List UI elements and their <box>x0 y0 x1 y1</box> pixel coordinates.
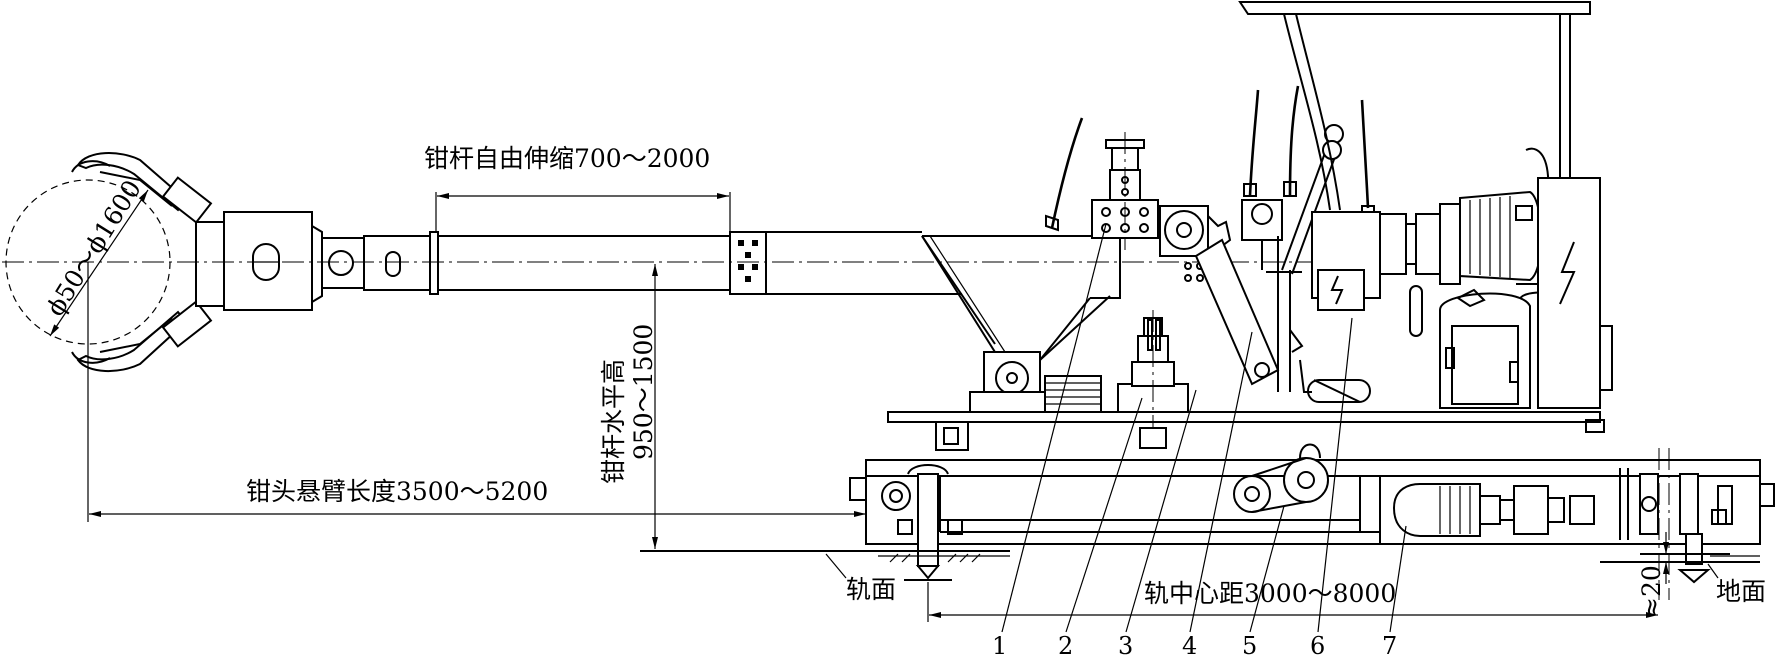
part-number-5: 5 <box>1242 632 1257 658</box>
part-number-1: 1 <box>992 632 1007 658</box>
tong-rod <box>438 231 922 295</box>
turntable-stack <box>1044 375 1102 413</box>
motor-group <box>1311 147 1563 311</box>
leader-5 <box>1249 505 1285 633</box>
clamp-diameter-label: ϕ50～ϕ1600 <box>40 175 146 321</box>
upper-jaw-cylinder <box>161 176 213 224</box>
part-number-3: 3 <box>1118 632 1133 658</box>
left-outrigger <box>917 473 939 567</box>
lightning-icon <box>1559 241 1576 305</box>
part-number-4: 4 <box>1182 632 1197 658</box>
dimension-lines <box>49 189 1719 622</box>
canopy-roof <box>1238 1 1591 15</box>
travel-motor <box>1392 483 1481 537</box>
rod-height-value: 950～1500 <box>629 324 658 460</box>
leader-3 <box>1125 389 1197 633</box>
leader-4 <box>1189 331 1253 633</box>
part-number-6: 6 <box>1310 632 1325 658</box>
rod-support-frame <box>921 117 1159 415</box>
leader-1 <box>1001 223 1107 633</box>
ground-hatch <box>889 553 981 563</box>
coupling-bolts <box>738 240 758 282</box>
gearbox-assembly <box>1159 85 1375 403</box>
diameter-dim-line <box>49 189 149 337</box>
carriage <box>849 310 1775 600</box>
rod-coupling <box>729 231 767 295</box>
part-leaders <box>1001 223 1407 633</box>
left-wheel <box>881 481 911 511</box>
rail-center-distance-label: 轨中心距3000～8000 <box>1144 579 1396 608</box>
platform-deck <box>887 411 1601 423</box>
right-wheel-hub <box>1639 473 1659 535</box>
approx-20-label: ≈20 <box>1637 565 1666 618</box>
ground-surface-label: 地面 <box>1716 577 1766 606</box>
leader-7 <box>1389 525 1407 633</box>
part-number-2: 2 <box>1058 632 1073 658</box>
head-bracket <box>195 221 227 307</box>
tong-head <box>5 152 439 373</box>
travel-reducer <box>1513 485 1549 535</box>
part-number-7: 7 <box>1382 632 1397 658</box>
electric-cabinet <box>1537 177 1601 409</box>
lower-jaw-cylinder <box>161 300 213 348</box>
rail-surface-label: 轨面 <box>846 575 896 604</box>
joint-sleeve <box>363 235 431 291</box>
right-outrigger <box>1685 533 1703 565</box>
operator-cab <box>1238 1 1613 409</box>
head-housing <box>223 211 313 311</box>
leader-6 <box>1317 317 1353 633</box>
rod-height-title: 钳杆水平高 <box>599 359 628 484</box>
drive-wheel <box>1233 475 1271 513</box>
rod-extension-label: 钳杆自由伸缩700～2000 <box>424 144 710 173</box>
cantilever-length-label: 钳头悬臂长度3500～5200 <box>246 477 548 506</box>
rail-and-ground <box>640 550 1760 563</box>
rod-flange <box>429 231 439 295</box>
leader-2 <box>1065 397 1143 633</box>
hydraulic-hose <box>1050 117 1084 229</box>
